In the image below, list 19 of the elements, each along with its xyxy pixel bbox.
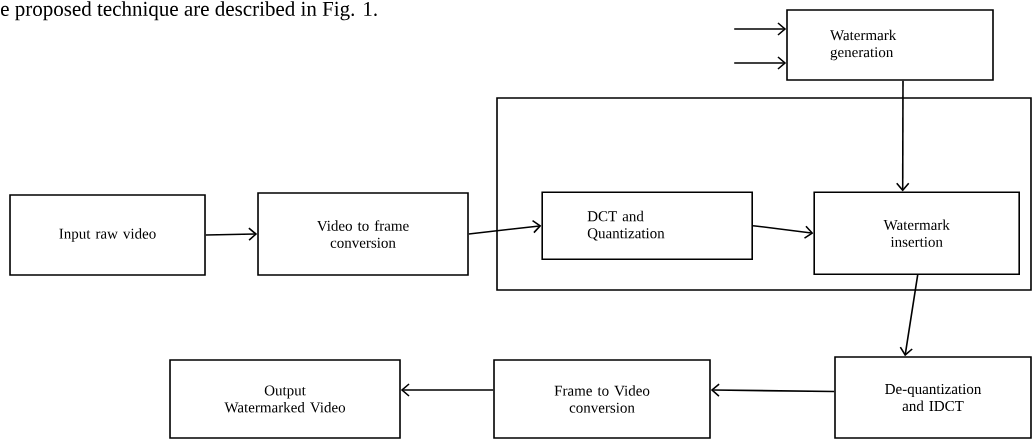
- process-box: Watermark insertion: [813, 191, 1020, 275]
- arrow: [733, 22, 787, 36]
- arrow: [752, 224, 814, 239]
- process-box: Watermark generation: [786, 9, 994, 81]
- arrow: [468, 219, 542, 235]
- arrow: [710, 383, 835, 397]
- arrow: [733, 56, 787, 70]
- arrow: [899, 274, 919, 357]
- body-text: e proposed technique are described in Fig. 1.: [1, 1, 377, 21]
- process-box: Frame to Video conversion: [493, 359, 711, 439]
- group-frame: [496, 97, 1032, 291]
- arrow: [895, 80, 910, 192]
- arrow: [400, 383, 494, 397]
- process-box: Output Watermarked Video: [169, 359, 401, 439]
- arrow: [205, 227, 258, 241]
- process-box: Video to frame conversion: [257, 192, 469, 276]
- process-box: De-quantization and IDCT: [834, 356, 1032, 439]
- process-box: DCT and Quantization: [541, 191, 753, 260]
- process-box: Input raw video: [9, 194, 206, 276]
